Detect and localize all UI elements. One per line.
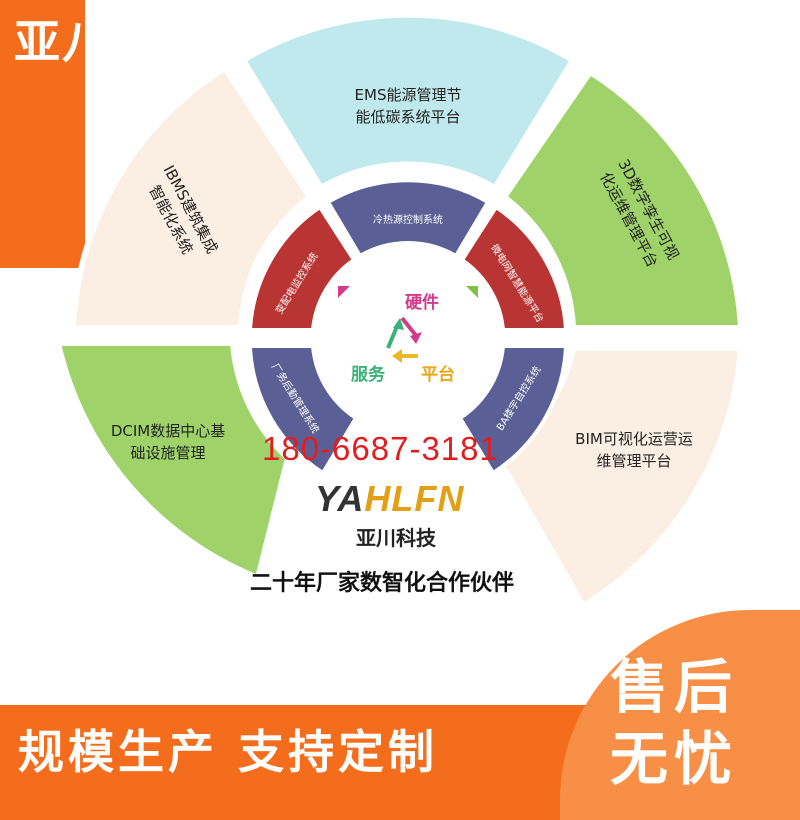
logo-part-2: HLFN (364, 478, 465, 519)
center-hardware: 硬件 (405, 292, 439, 313)
cycle-arrows-icon (338, 286, 478, 363)
badge-line-2: 无忧 (610, 725, 739, 793)
tagline: 二十年厂家数智化合作伙伴 (250, 571, 515, 596)
bottom-slogan: 规模生产 支持定制 (18, 725, 439, 779)
ems-label-2: 能低碳系统平台 (355, 108, 460, 126)
dcim-label-1: DCIM数据中心基 (111, 422, 225, 440)
dcim-label-2: 础设施管理 (130, 444, 205, 462)
inner-segment-hvac (325, 178, 491, 259)
logo-part-1: YA (315, 478, 365, 519)
outer-segment-dcim (54, 340, 292, 583)
corner-title: 亚八 (14, 15, 110, 69)
center-circle (318, 248, 498, 428)
phone-number: 180-6687-3181 (262, 430, 499, 467)
center-service: 服务 (351, 364, 386, 385)
outer-segment-digital-twin (499, 67, 745, 331)
brand-logo: YAHLFN (315, 478, 464, 520)
bim-label-2: 维管理平台 (596, 452, 671, 470)
hvac-label: 冷热源控制系统 (373, 213, 443, 226)
outer-segment-ibms (69, 63, 315, 331)
platform-wheel-diagram: EMS能源管理节 能低碳系统平台 3D数字孪生可视 化运维管理平台 BIM可视化… (54, 11, 745, 606)
inner-segment-power (247, 204, 357, 332)
inner-segment-ba (457, 344, 569, 476)
center-platform: 平台 (421, 364, 455, 385)
inner-segment-microgrid (459, 204, 569, 332)
outer-segment-ems (238, 11, 578, 193)
inner-segment-factory (247, 344, 359, 476)
badge-line-1: 售后 (610, 653, 739, 721)
brand-name: 亚川科技 (356, 526, 436, 550)
ems-label-1: EMS能源管理节 (355, 86, 462, 104)
bim-label-1: BIM可视化运营运 (575, 430, 693, 448)
